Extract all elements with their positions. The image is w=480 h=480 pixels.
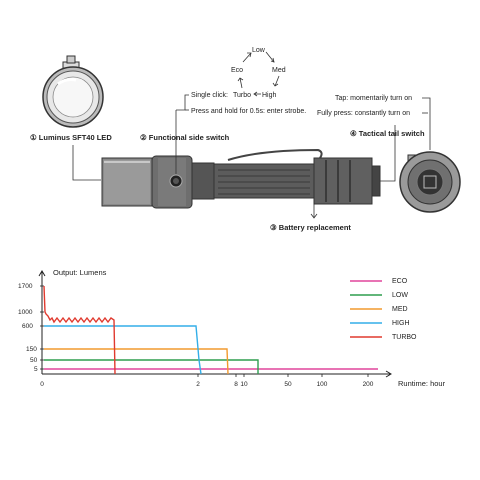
lens-head-illustration — [42, 55, 104, 128]
series-low-line — [44, 359, 259, 374]
flashlight-illustration — [101, 148, 381, 209]
callout-side-switch: ② Functional side switch — [140, 133, 230, 142]
leader-line-led — [72, 145, 101, 181]
legend-low: LOW — [392, 292, 408, 299]
y-tick-50: 50 — [30, 357, 38, 364]
y-tick-600: 600 — [22, 323, 33, 330]
callout-battery: ③ Battery replacement — [270, 223, 351, 232]
side-switch-button — [169, 174, 183, 188]
x-tick-10: 10 — [240, 381, 248, 388]
series-high-line — [44, 325, 202, 375]
mode-turbo: Turbo — [233, 92, 251, 99]
series-turbo-line — [43, 285, 116, 375]
x-tick-2: 2 — [196, 381, 200, 388]
tail-cap-illustration — [399, 151, 461, 213]
x-tick-0: 0 — [40, 381, 44, 388]
mode-eco: Eco — [231, 67, 243, 74]
x-axis-label: Runtime: hour — [398, 379, 446, 388]
y-axis-label: Output: Lumens — [53, 268, 107, 277]
legend-turbo: TURBO — [392, 334, 417, 341]
legend-eco: ECO — [392, 278, 408, 285]
y-tick-1700: 1700 — [18, 283, 33, 290]
mode-low: Low — [252, 47, 266, 54]
chart-legend: ECO LOW MED HIGH TURBO — [350, 278, 417, 341]
y-tick-1000: 1000 — [18, 309, 33, 316]
series-med-line — [44, 348, 229, 375]
mode-high: High — [262, 92, 277, 99]
x-tick-8: 8 — [234, 381, 238, 388]
y-tick-150: 150 — [26, 346, 37, 353]
mode-med: Med — [272, 67, 286, 74]
single-click-label: Single click: — [191, 92, 228, 99]
x-tick-100: 100 — [317, 381, 328, 388]
runtime-chart: Output: Lumens Runtime: hour 1700 1000 6… — [18, 268, 446, 388]
mode-cycle-diagram: Low Med High Turbo Eco — [231, 47, 286, 99]
legend-med: MED — [392, 306, 408, 313]
y-tick-5: 5 — [34, 366, 38, 373]
leader-line-tail-switch — [380, 125, 396, 182]
callout-tail-switch: ④ Tactical tail switch — [350, 129, 425, 138]
full-press-label: Fully press: constantly turn on — [317, 110, 410, 117]
x-tick-50: 50 — [284, 381, 292, 388]
press-hold-label: Press and hold for 0.5s: enter strobe. — [191, 108, 306, 115]
x-tick-200: 200 — [363, 381, 374, 388]
legend-high: HIGH — [392, 320, 410, 327]
tap-label: Tap: momentarily turn on — [335, 95, 412, 102]
callout-led: ① Luminus SFT40 LED — [30, 133, 112, 142]
